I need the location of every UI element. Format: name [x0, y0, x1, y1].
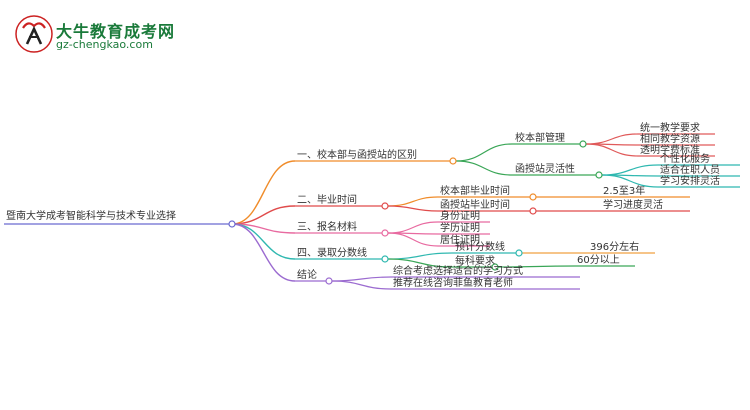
b1-leaf2-link-3: [601, 174, 659, 188]
b5-child-link-2: [331, 280, 392, 290]
site-logo: [14, 14, 54, 54]
node-subject-requirement: 每科要求: [455, 256, 495, 267]
branch-dot-2: [381, 202, 389, 210]
b4-child-link-2: [387, 258, 453, 268]
node-campus-graduation: 校本部毕业时间: [440, 186, 510, 197]
leaf-transparent-fees: 透明学费标准: [640, 145, 700, 156]
branch-3-label: 三、报名材料: [297, 222, 357, 233]
site-name: 大牛教育成考网: [56, 22, 176, 41]
node-conclusion-2: 推荐在线咨询菲鱼教育老师: [393, 278, 513, 289]
b4-child-link-1: [387, 252, 453, 260]
b1-child-link-2: [455, 160, 513, 176]
node-education-proof: 学历证明: [440, 223, 480, 234]
b2-child-link-2: [387, 205, 439, 212]
mindmap-links: [4, 133, 740, 290]
branch-1-label: 一、校本部与函授站的区别: [297, 150, 417, 161]
b1-child-dot-2: [595, 171, 603, 179]
leaf-score-396: 396分左右: [590, 242, 640, 253]
b4-leaf-link-2: [497, 265, 576, 268]
leaf-flexible-progress: 学习进度灵活: [603, 200, 663, 211]
b2-child-dot-1: [529, 193, 537, 201]
node-correspondence-graduation: 函授站毕业时间: [440, 200, 510, 211]
leaf-unified-teaching: 统一教学要求: [640, 123, 700, 134]
b3-child-link-3: [387, 232, 439, 247]
branch-5-label: 结论: [297, 270, 317, 281]
b3-child-link-1: [387, 221, 439, 234]
branch-link-5: [231, 223, 296, 282]
branch-link-2: [231, 205, 296, 225]
branch-dot-5: [325, 277, 333, 285]
branch-dot-3: [381, 229, 389, 237]
node-conclusion-1: 综合考虑选择适合的学习方式: [393, 266, 523, 277]
leaf-duration: 2.5至3年: [603, 186, 646, 197]
branch-2-label: 二、毕业时间: [297, 195, 357, 206]
branch-link-1: [231, 160, 296, 225]
node-id-proof: 身份证明: [440, 211, 480, 222]
b1-child-link-1: [455, 143, 513, 162]
b1-leaf-link-1: [585, 133, 639, 145]
b5-child-link-1: [331, 276, 392, 282]
b1-leaf2-link-1: [601, 164, 659, 176]
b4-child-dot-2: [491, 263, 499, 271]
b4-child-dot-1: [515, 249, 523, 257]
leaf-personal-service: 个性化服务: [660, 154, 710, 165]
b1-child-dot-1: [579, 140, 587, 148]
leaf-working-people: 适合在职人员: [660, 165, 720, 176]
node-expected-score: 预计分数线: [455, 242, 505, 253]
branch-4-label: 四、录取分数线: [297, 248, 367, 259]
node-residence-proof: 居住证明: [440, 235, 480, 246]
site-url: gz-chengkao.com: [56, 38, 153, 51]
node-correspondence-flexibility: 函授站灵活性: [515, 164, 575, 175]
mindmap-nodes: [228, 140, 603, 285]
b2-child-dot-2: [529, 207, 537, 215]
node-campus-management: 校本部管理: [515, 133, 565, 144]
branch-dot-4: [381, 255, 389, 263]
b1-leaf-link-3: [585, 143, 639, 157]
branch-dot-1: [449, 157, 457, 165]
leaf-score-60: 60分以上: [577, 255, 620, 266]
root-dot: [228, 220, 236, 228]
bull-logo-icon: [15, 15, 53, 53]
b2-child-link-1: [387, 196, 439, 207]
root-node: 暨南大学成考智能科学与技术专业选择: [6, 211, 176, 222]
leaf-same-resources: 相同教学资源: [640, 134, 700, 145]
leaf-flexible-schedule: 学习安排灵活: [660, 176, 720, 187]
